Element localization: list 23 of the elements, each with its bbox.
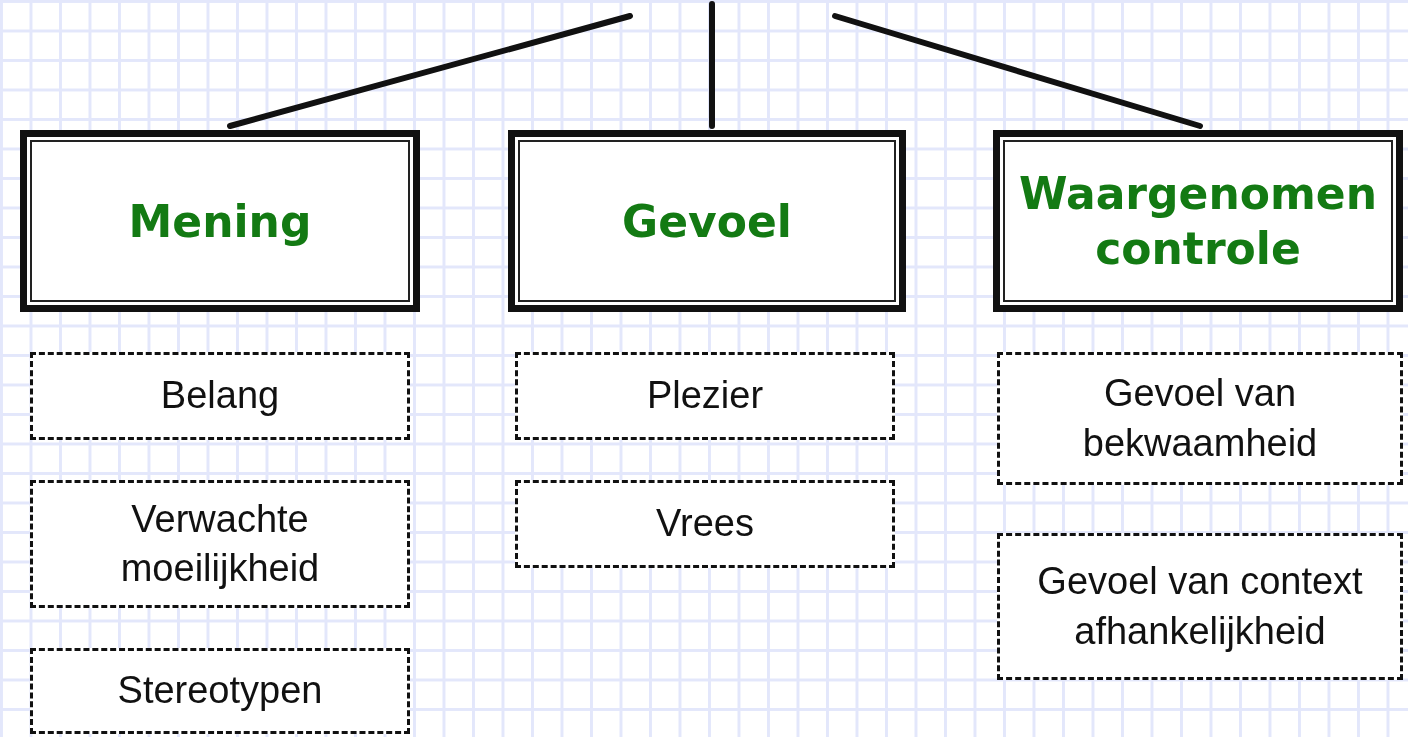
connector-line (832, 13, 1203, 129)
dashed-box (997, 352, 1403, 485)
dashed-box (515, 352, 895, 440)
header-box (20, 130, 420, 312)
factor-label: Plezier (646, 373, 764, 419)
category-heading: Mening (128, 194, 312, 249)
factor-label: Gevoel van context afhankelijkheid (1036, 559, 1364, 654)
dashed-box (30, 480, 410, 608)
dashed-box (515, 480, 895, 568)
factor-label: Gevoel van bekwaamheid (1081, 371, 1319, 466)
factor-label: Verwachte moeilijkheid (119, 496, 321, 591)
dashed-box (30, 648, 410, 734)
header-box (993, 130, 1403, 312)
connector-line (227, 13, 633, 129)
factor-label: Stereotypen (117, 668, 323, 714)
header-box (508, 130, 906, 312)
dashed-box (997, 533, 1403, 680)
factor-label: Vrees (656, 501, 754, 547)
connector-line (709, 1, 715, 129)
dashed-box (30, 352, 410, 440)
factor-label: Belang (160, 373, 280, 419)
category-heading: Gevoel (622, 194, 792, 249)
category-heading: Waargenomen controle (1018, 167, 1378, 276)
